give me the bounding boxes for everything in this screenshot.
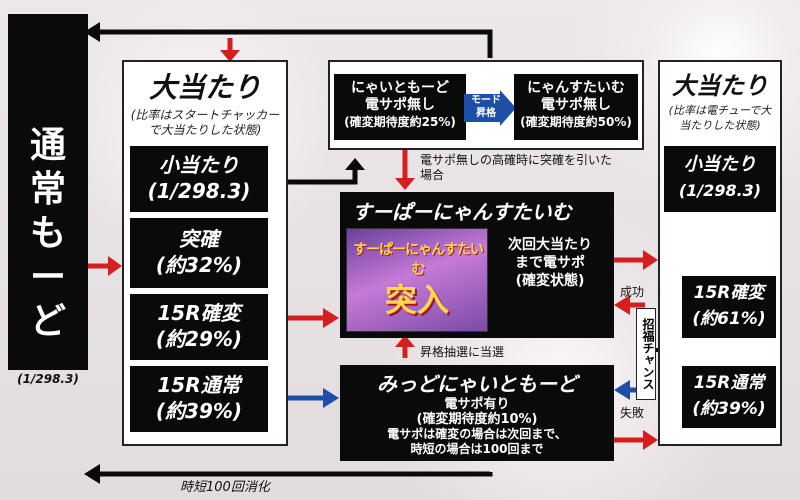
item-value: (1/298.3)	[678, 181, 762, 200]
left-panel-note: (比率はスタートチャッカーで大当たりした状態)	[130, 108, 280, 137]
label-jitan: 時短100回消化	[180, 480, 270, 495]
normal-mode-block: 通 常 も ー ど	[8, 14, 88, 370]
item-value: (約39%)	[155, 399, 243, 423]
return-arrow-top	[100, 29, 493, 58]
mode-expectation: (確変期待度約50%)	[520, 115, 632, 129]
midnyai-title: みっどにゃいともーど	[377, 372, 577, 396]
mode-nyansutaimu: にゃんすたいむ 電サポ無し (確変期待度約50%)	[514, 74, 638, 140]
midnyai-line4: 時短の場合は100回まで	[410, 442, 544, 456]
normal-mode-char: も	[29, 213, 66, 254]
item-label: 15R確変	[693, 283, 765, 303]
mode-label: にゃいともーど	[351, 80, 449, 96]
arrow-small-hit-to-mode	[268, 168, 358, 185]
item-value: (約32%)	[155, 253, 243, 277]
desc-line: (確変状態)	[515, 273, 585, 289]
right-panel-title: 大当たり	[672, 72, 768, 100]
transition-label: 昇格	[476, 108, 496, 119]
label-fail: 失敗	[620, 406, 645, 420]
midnyai-line2: (確変期待度約10%)	[416, 412, 538, 427]
item-label: 突確	[179, 227, 219, 251]
item-label: 15R通常	[693, 373, 765, 393]
transition-arrow-icon	[464, 90, 516, 126]
super-nyan-image: すーぱーにゃんすたいむ 突入	[346, 228, 488, 332]
item-value: (約39%)	[692, 399, 766, 419]
mode-label: にゃんすたいむ	[527, 80, 625, 96]
left-item-15r-kakuhen: 15R確変 (約29%)	[130, 294, 268, 360]
label-promotion-lottery: 昇格抽選に当選	[420, 345, 505, 359]
normal-mode-char: 常	[29, 169, 66, 210]
item-label: 15R確変	[157, 301, 241, 325]
transition-label: モード	[471, 95, 501, 106]
normal-mode-char: ー	[29, 257, 66, 298]
right-item-15r-normal: 15R通常 (約39%)	[682, 366, 776, 428]
item-value: (約29%)	[155, 327, 243, 351]
item-value: (約61%)	[692, 309, 766, 329]
right-item-small-hit: 小当たり (1/298.3)	[664, 146, 776, 212]
item-label: 15R通常	[157, 373, 241, 397]
mode-support: 電サポ無し	[365, 97, 435, 113]
label-success: 成功	[620, 285, 645, 299]
midnyai-box: みっどにゃいともーど 電サポ有り (確変期待度約10%) 電サポは確変の場合は次…	[340, 365, 614, 461]
left-panel-title: 大当たり	[148, 71, 261, 104]
super-nyan-title: すーぱーにゃんすたいむ	[352, 200, 572, 224]
right-item-15r-kakuhen: 15R確変 (約61%)	[682, 276, 776, 338]
item-label: 小当たり	[159, 153, 239, 177]
mode-support: 電サポ無し	[541, 97, 611, 113]
image-caption-top: すーぱーにゃんすたいむ	[353, 242, 484, 278]
normal-mode-probability: (1/298.3)	[17, 372, 79, 386]
item-label: 小当たり	[684, 154, 756, 175]
mode-expectation: (確変期待度約25%)	[344, 115, 456, 129]
midnyai-line1: 電サポ有り	[444, 397, 510, 412]
mode-nyaitomode: にゃいともーど 電サポ無し (確変期待度約25%)	[334, 74, 466, 140]
label-chance: 招福チャンス	[636, 308, 656, 400]
chance-text: 招福チャンス	[641, 318, 655, 390]
desc-line: 次回大当たり	[508, 237, 592, 253]
left-item-15r-normal: 15R通常 (約39%)	[130, 366, 268, 432]
mode-transition-arrow: モード 昇格	[464, 90, 516, 126]
left-item-totsukaku: 突確 (約32%)	[130, 218, 268, 288]
return-arrow-bottom	[100, 471, 493, 477]
midnyai-line3: 電サポは確変の場合は次回まで、	[387, 427, 567, 441]
right-panel-note: (比率は電チューで大当たりした状態)	[668, 104, 772, 132]
desc-line: まで電サポ	[515, 255, 585, 271]
normal-mode-char: 通	[29, 125, 66, 166]
normal-mode-char: ど	[29, 301, 66, 342]
item-value: (1/298.3)	[147, 179, 251, 203]
left-item-small-hit: 小当たり (1/298.3)	[130, 146, 268, 212]
image-caption-bottom: 突入	[384, 281, 449, 319]
super-nyan-desc: 次回大当たり まで電サポ (確変状態)	[492, 236, 608, 290]
label-no-support-sudden: 電サポ無しの高確時に突確を引いた場合	[420, 153, 613, 182]
